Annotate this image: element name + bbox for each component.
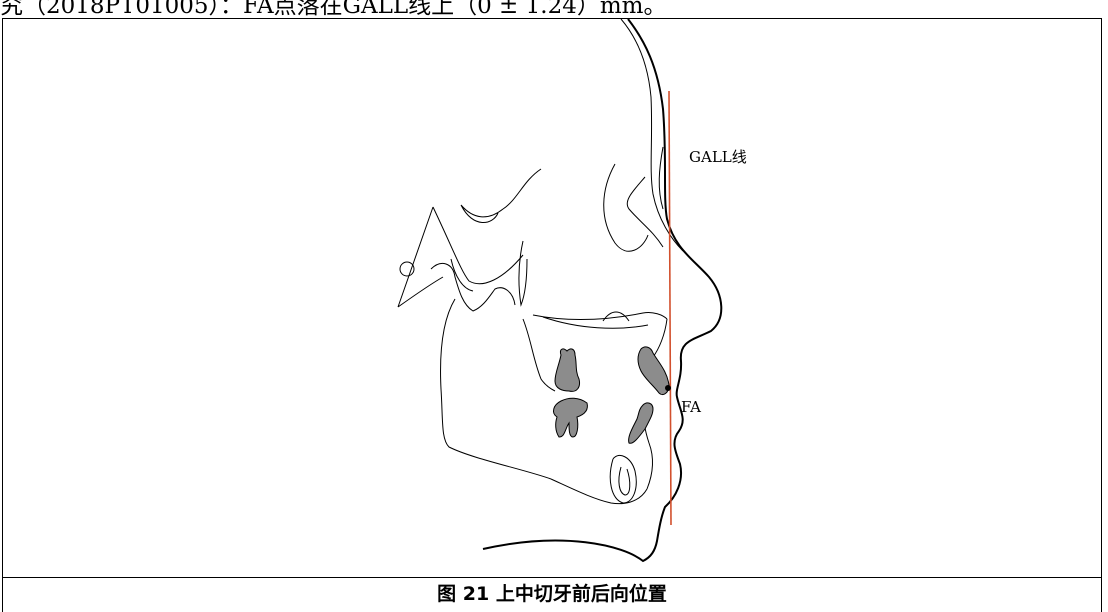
- caption-row: 图 21 上中切牙前后向位置: [2, 577, 1102, 612]
- ramus: [440, 298, 552, 480]
- lower-molar: [553, 397, 588, 438]
- soft-tissue-profile: [482, 19, 723, 563]
- figure-caption: 图 21 上中切牙前后向位置: [437, 583, 667, 605]
- gall-line: [668, 90, 672, 526]
- upper-incisor: [637, 346, 670, 396]
- condyle: [430, 262, 516, 312]
- symphysis: [609, 455, 637, 504]
- porion-circle: [399, 261, 415, 277]
- nasion-curve: [658, 146, 664, 210]
- clivus: [397, 206, 444, 308]
- nasal-bone: [626, 176, 664, 248]
- header-text: 究（2018PT01005）：FA点落在GALL线上（0 ± 1.24）mm。: [0, 0, 667, 19]
- cephalometric-tracing: GALL线 FA: [397, 19, 747, 563]
- sphenoid-line: [432, 206, 524, 285]
- pterygomaxillary-fissure: [518, 240, 528, 307]
- lower-incisor: [628, 402, 654, 444]
- palate-hump: [602, 311, 630, 322]
- figure-frame: GALL线 FA: [2, 18, 1102, 578]
- orbit: [603, 163, 649, 252]
- pterygoid: [450, 258, 474, 292]
- fa-point: [665, 385, 671, 391]
- maxilla-posterior: [522, 318, 556, 392]
- cranial-base: [460, 168, 542, 223]
- symphysis-inner: [618, 466, 631, 496]
- frontal-bone: [620, 19, 684, 252]
- mandible-lower-border: [550, 478, 648, 505]
- upper-molar: [554, 348, 580, 392]
- gall-label: GALL线: [689, 148, 747, 166]
- palate: [532, 312, 668, 329]
- fa-label: FA: [681, 398, 701, 416]
